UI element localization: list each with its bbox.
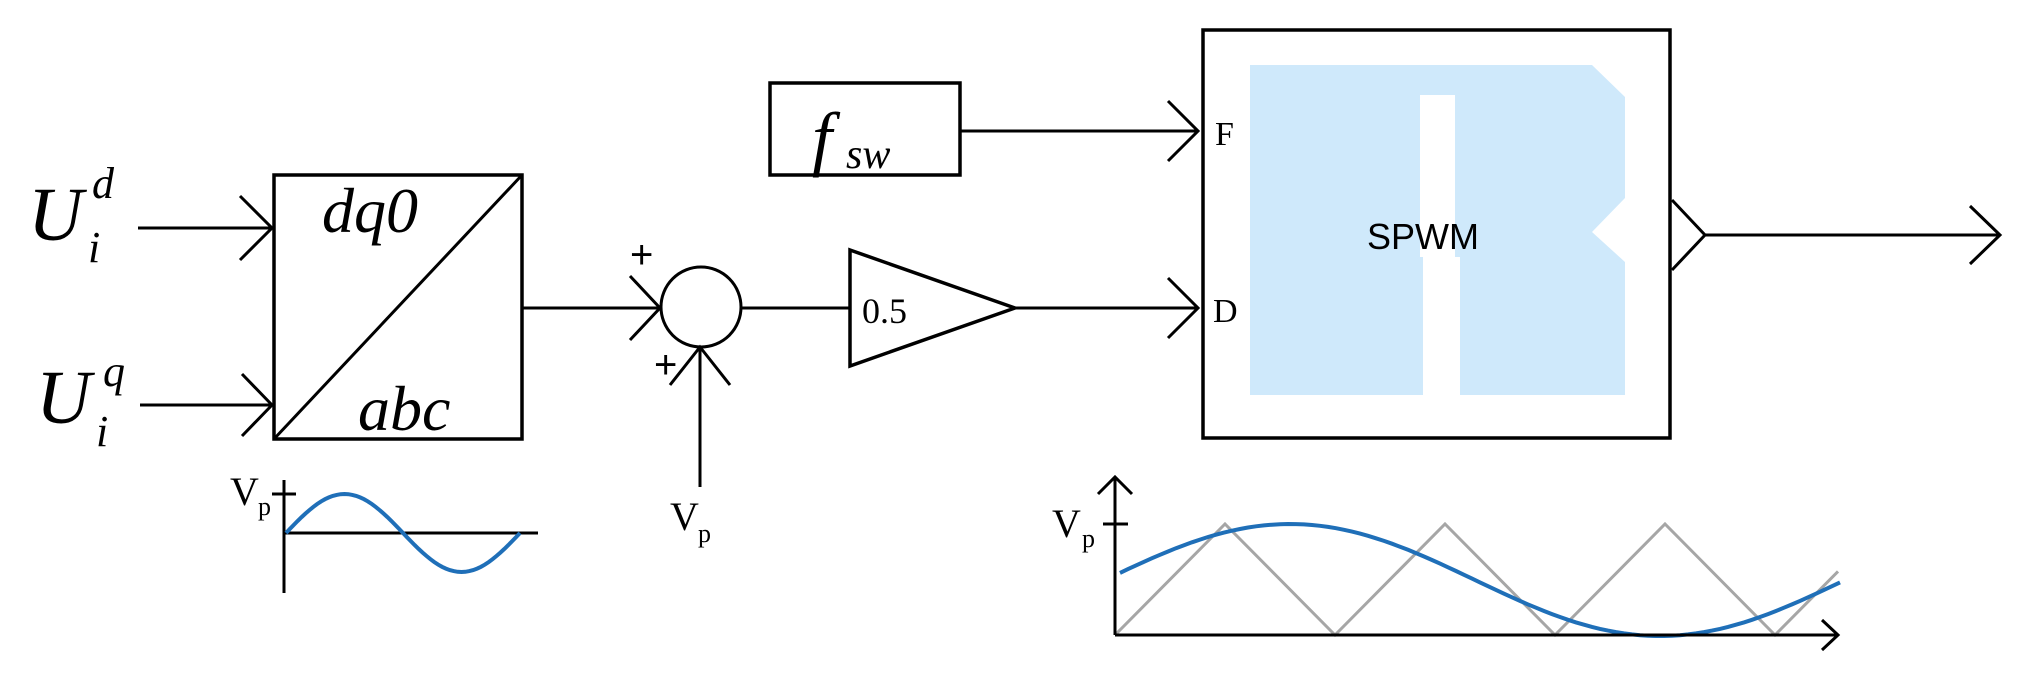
sum-sign-top: + <box>630 233 653 277</box>
vp-input-label: V p <box>670 494 711 548</box>
ud-base: U <box>28 173 87 257</box>
spwm-port-f: F <box>1215 116 1234 153</box>
mini-right-vp-label: V p <box>1052 501 1095 553</box>
gain-block: 0.5 <box>848 247 1021 369</box>
sum-sign-bottom: + <box>654 343 677 387</box>
fsw-sub: sw <box>846 132 890 178</box>
mini-plot-left: V p <box>230 469 538 593</box>
vp-input-sub: p <box>698 519 711 548</box>
fsw-to-spwm-arrow <box>960 99 1201 163</box>
uq-arrow <box>140 372 275 438</box>
transform-bottom-label: abc <box>358 373 450 444</box>
dq0-abc-transform-block: dq0 abc <box>272 173 524 444</box>
uq-sup: q <box>103 347 125 396</box>
mini-right-vp-base: V <box>1052 501 1081 546</box>
spwm-block: SPWM F D <box>1201 28 1672 440</box>
mini-left-vp-sub: p <box>258 492 271 521</box>
mini-right-vp-sub: p <box>1082 524 1095 553</box>
ud-sup: d <box>92 159 115 208</box>
input-ud-label: U d i <box>28 159 115 272</box>
mini-left-sine-curve <box>284 491 522 575</box>
uq-sub: i <box>96 407 108 456</box>
fsw-block: f sw <box>768 81 962 178</box>
mini-right-x-arrowhead <box>1820 618 1841 652</box>
gain-to-spwm-arrow <box>1015 276 1201 340</box>
mini-right-y-arrowhead <box>1096 474 1134 496</box>
spwm-title: SPWM <box>1367 216 1479 257</box>
transform-top-label: dq0 <box>322 175 418 246</box>
ud-sub: i <box>88 223 100 272</box>
mini-right-sine-curve <box>1119 521 1841 638</box>
mini-left-vp-label: V p <box>230 469 271 521</box>
spwm-port-d: D <box>1213 293 1238 330</box>
spwm-graphic-notch <box>1420 95 1455 257</box>
mini-left-vp-base: V <box>230 469 259 514</box>
ud-arrow <box>138 194 275 262</box>
input-uq-label: U q i <box>36 347 125 456</box>
gain-value: 0.5 <box>862 291 907 331</box>
spwm-output-arrow <box>1670 198 2003 272</box>
uq-base: U <box>36 356 95 440</box>
mini-plot-right: V p <box>1052 474 1841 652</box>
vp-input-base: V <box>670 494 699 539</box>
vp-to-sum-arrow <box>668 344 732 487</box>
transform-to-sum-arrow <box>522 274 663 342</box>
